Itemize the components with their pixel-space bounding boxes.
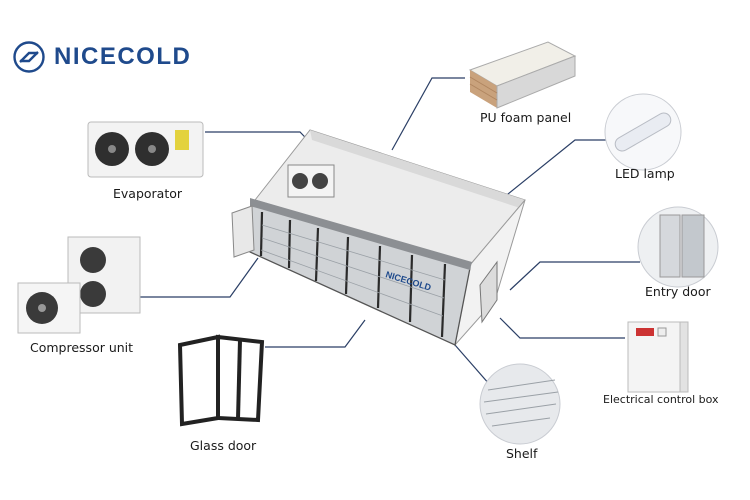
leader-entry-door (509, 261, 640, 291)
pu-foam-panel-image (468, 41, 577, 109)
led-lamp-image (604, 93, 682, 171)
label-entry-door: Entry door (645, 284, 711, 299)
cold-room: NICECOLD (231, 129, 526, 347)
label-glass-door: Glass door (190, 438, 257, 453)
leader-pu-panel (391, 77, 465, 151)
compressor-unit-image (17, 236, 141, 334)
brand-logo: NICECOLD (12, 40, 191, 74)
shelf-image (479, 363, 561, 445)
evaporator-image (87, 121, 204, 178)
label-shelf: Shelf (506, 446, 538, 461)
leader-glass-door (265, 319, 366, 348)
snowflake-logo-icon (13, 41, 45, 73)
label-led-lamp: LED lamp (615, 166, 675, 181)
leader-shelf (454, 344, 491, 386)
room-evaporator (287, 164, 335, 198)
label-compressor-unit: Compressor unit (30, 340, 134, 355)
label-pu-foam-panel: PU foam panel (480, 110, 572, 125)
leader-lines (135, 77, 640, 386)
electrical-control-box-image (627, 321, 689, 393)
entry-door-image (637, 206, 719, 288)
label-electrical-control-box: Electrical control box (603, 393, 719, 406)
glass-door-image (177, 334, 265, 427)
leader-compressor (135, 257, 259, 298)
label-evaporator: Evaporator (113, 186, 183, 201)
leader-control-box (499, 317, 625, 339)
brand-name: NICECOLD (54, 43, 192, 70)
